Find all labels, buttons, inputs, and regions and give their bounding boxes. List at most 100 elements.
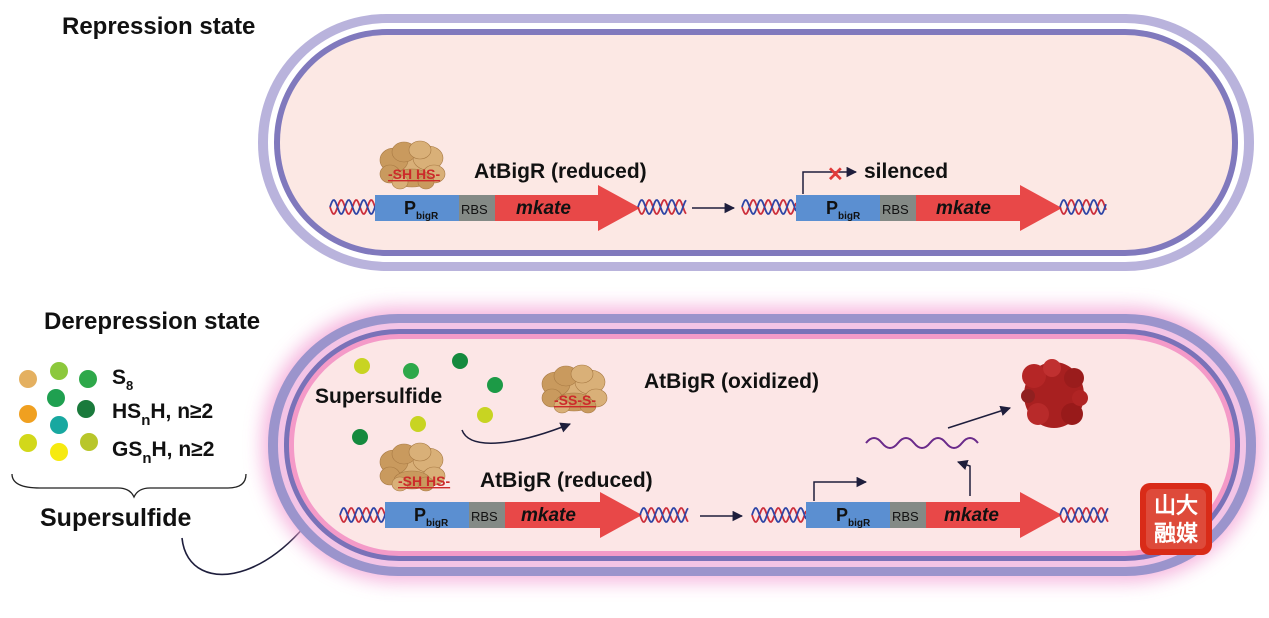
- legend-dot: [19, 405, 37, 423]
- promoter-label-3: PbigR: [414, 505, 449, 529]
- legend-dot: [19, 434, 37, 452]
- protein-thiol-label-2: -SH HS-: [398, 473, 450, 489]
- rbs-label-3: RBS: [471, 509, 498, 524]
- protein-lobe: [553, 398, 571, 414]
- dna-strand-middle: [637, 198, 687, 216]
- protein-lobe: [417, 174, 435, 190]
- dna-helix-strand: [329, 198, 377, 216]
- dna-strand-bottom-right-b: [1059, 506, 1109, 524]
- protein-lobe: [391, 476, 409, 492]
- dna-strand-left: [329, 198, 377, 216]
- supersulfide-dot: [354, 358, 370, 374]
- legend-dot: [80, 433, 98, 451]
- dna-helix-strand: [741, 198, 797, 216]
- dna-helix-strand: [339, 506, 387, 524]
- legend-dot: [19, 370, 37, 388]
- rbs-label-4: RBS: [892, 509, 919, 524]
- atbigr-oxidized-label: AtBigR (oxidized): [644, 370, 819, 393]
- supersulfide-dot: [410, 416, 426, 432]
- supersulfide-legend: S8 HSnH, n≥2 GSnH, n≥2 Supersulfide: [11, 362, 352, 576]
- transcription-start-arrow: [802, 166, 858, 194]
- dna-helix-strand: [639, 506, 689, 524]
- derepression-title: Derepression state: [44, 308, 260, 335]
- cell-supersulfide-label: Supersulfide: [315, 385, 442, 408]
- repression-panel: Repression state PbigR RBS mkate -SH HS-…: [62, 13, 1254, 271]
- transcription-start-arrow-2: [813, 476, 868, 501]
- mkate-gene-label-3: mkate: [521, 505, 576, 526]
- legend-item-gsnh: GSnH, n≥2: [112, 438, 214, 467]
- rbs-block-3: [469, 502, 505, 528]
- legend-dot: [79, 370, 97, 388]
- rbs-block-2: [880, 195, 916, 221]
- atbigr-reduced-protein-2: [379, 442, 446, 492]
- protein-disulfide-label: -SS-S-: [554, 392, 596, 408]
- dna-helix-strand: [637, 198, 687, 216]
- rbs-block-4: [890, 502, 926, 528]
- dna-helix-strand: [637, 198, 687, 216]
- watermark-logo: 山大 融媒: [1140, 483, 1212, 555]
- protein-lobe: [570, 364, 594, 384]
- legend-item-s8: S8: [112, 366, 133, 393]
- protein-lobe: [417, 476, 435, 492]
- transcription-arrow: [957, 460, 971, 496]
- promoter-block: [375, 195, 459, 221]
- promoter-block-3: [385, 502, 469, 528]
- mkate-gene-label-4: mkate: [944, 505, 999, 526]
- rbs-label: RBS: [461, 202, 488, 217]
- promoter-block-2: [796, 195, 880, 221]
- protein-lobe: [408, 442, 432, 462]
- supersulfide-dot: [487, 377, 503, 393]
- mkate-gene-label: mkate: [516, 198, 571, 219]
- oxidation-curve-arrow: [461, 422, 571, 444]
- mkate-gene-arrow: [495, 185, 640, 231]
- protein-thiol-label: -SH HS-: [388, 166, 440, 182]
- mkate-gene-arrow-2: [916, 185, 1062, 231]
- mkate-gene-arrow-3: [505, 492, 642, 538]
- atbigr-reduced-protein: [379, 140, 446, 190]
- dna-strand-bottom-mid: [639, 506, 689, 524]
- mkate-gene-label-2: mkate: [936, 198, 991, 219]
- legend-group-label: Supersulfide: [40, 504, 192, 532]
- protein-lobe: [579, 398, 597, 414]
- supersulfide-dot: [477, 407, 493, 423]
- supersulfide-dot: [352, 429, 368, 445]
- rbs-label-2: RBS: [882, 202, 909, 217]
- blocked-cross-icon: ✕: [827, 164, 844, 186]
- supersulfide-dot: [403, 363, 419, 379]
- dna-strand-right-a: [741, 198, 797, 216]
- dna-helix-strand: [639, 506, 689, 524]
- mkate-protein-icon: [1021, 359, 1088, 428]
- legend-dot: [50, 443, 68, 461]
- protein-lobe: [408, 140, 432, 160]
- silenced-label: silenced: [864, 160, 948, 183]
- mkate-gene-arrow-4: [926, 492, 1062, 538]
- dna-helix-strand: [1059, 198, 1107, 216]
- atbigr-oxidized-protein: [541, 364, 608, 414]
- derepression-panel: Derepression state S8 HSnH, n≥2 GSnH, n≥…: [11, 307, 1262, 582]
- dna-strand-bottom-right-a: [751, 506, 807, 524]
- rbs-block: [459, 195, 495, 221]
- dna-strand-right-b: [1059, 198, 1107, 216]
- dna-helix-strand: [1059, 506, 1109, 524]
- promoter-block-4: [806, 502, 890, 528]
- watermark-line1: 山大: [1154, 493, 1198, 518]
- mrna-strand: [865, 437, 979, 449]
- dna-helix-strand: [1059, 506, 1109, 524]
- promoter-label-4: PbigR: [836, 505, 871, 529]
- legend-dot: [47, 389, 65, 407]
- watermark-line2: 融媒: [1154, 521, 1199, 546]
- dna-strand-bottom-left: [339, 506, 387, 524]
- legend-dot: [77, 400, 95, 418]
- promoter-label: PbigR: [404, 198, 439, 222]
- legend-dot: [50, 362, 68, 380]
- legend-item-hsnh: HSnH, n≥2: [112, 400, 213, 429]
- legend-dot: [50, 416, 68, 434]
- legend-brace: [11, 473, 247, 499]
- promoter-label-2: PbigR: [826, 198, 861, 222]
- supersulfide-dot: [452, 353, 468, 369]
- protein-lobe: [391, 174, 409, 190]
- atbigr-reduced-label: AtBigR (reduced): [474, 160, 647, 183]
- dna-helix-strand: [751, 506, 807, 524]
